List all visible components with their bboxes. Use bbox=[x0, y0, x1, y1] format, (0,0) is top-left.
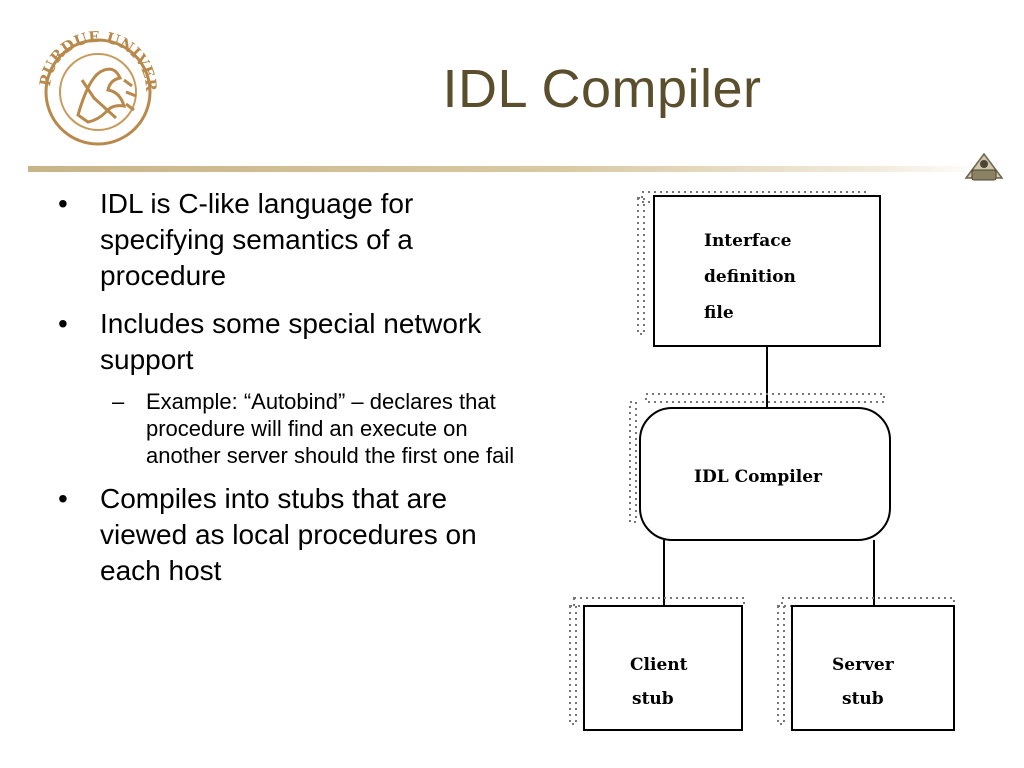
bullet-item: • Includes some special network support bbox=[58, 306, 518, 378]
interface-line-2: definition bbox=[704, 267, 796, 287]
bullet-marker: • bbox=[58, 483, 68, 514]
svg-text:PURDUE UNIVERSITY: PURDUE UNIVERSITY bbox=[28, 20, 160, 92]
title-divider bbox=[28, 166, 990, 172]
sub-bullet-item: – Example: “Autobind” – declares that pr… bbox=[104, 388, 518, 469]
compiler-node: IDL Compiler bbox=[629, 393, 891, 541]
bullet-text: IDL is C-like language for specifying se… bbox=[100, 188, 414, 291]
bullet-marker: • bbox=[58, 308, 68, 339]
server-stub-node: Server stub bbox=[777, 597, 955, 731]
client-stub-node: Client stub bbox=[569, 597, 745, 731]
bullet-list: • IDL is C-like language for specifying … bbox=[58, 186, 518, 601]
slide-title: IDL Compiler bbox=[442, 59, 762, 119]
sub-bullet-marker: – bbox=[112, 389, 125, 414]
compiler-label: IDL Compiler bbox=[694, 467, 823, 487]
interface-line-1: Interface bbox=[704, 231, 792, 251]
server-line-1: Server bbox=[832, 655, 895, 675]
university-seal-logo: PURDUE UNIVERSITY bbox=[28, 20, 160, 146]
interface-file-node: Interface definition file bbox=[637, 191, 881, 347]
sub-bullet-text: Example: “Autobind” – declares that proc… bbox=[146, 389, 515, 468]
griffin-badge-icon bbox=[964, 152, 1004, 181]
bullet-item: • Compiles into stubs that are viewed as… bbox=[58, 481, 518, 589]
interface-line-3: file bbox=[704, 303, 734, 323]
client-line-1: Client bbox=[630, 655, 688, 675]
bullet-item: • IDL is C-like language for specifying … bbox=[58, 186, 518, 294]
bullet-text: Compiles into stubs that are viewed as l… bbox=[100, 483, 477, 586]
client-line-2: stub bbox=[632, 689, 674, 709]
idl-compiler-diagram: Interface definition file IDL Compiler C… bbox=[569, 191, 955, 731]
bullet-marker: • bbox=[58, 188, 68, 219]
bullet-text: Includes some special network support bbox=[100, 308, 482, 375]
server-line-2: stub bbox=[842, 689, 884, 709]
